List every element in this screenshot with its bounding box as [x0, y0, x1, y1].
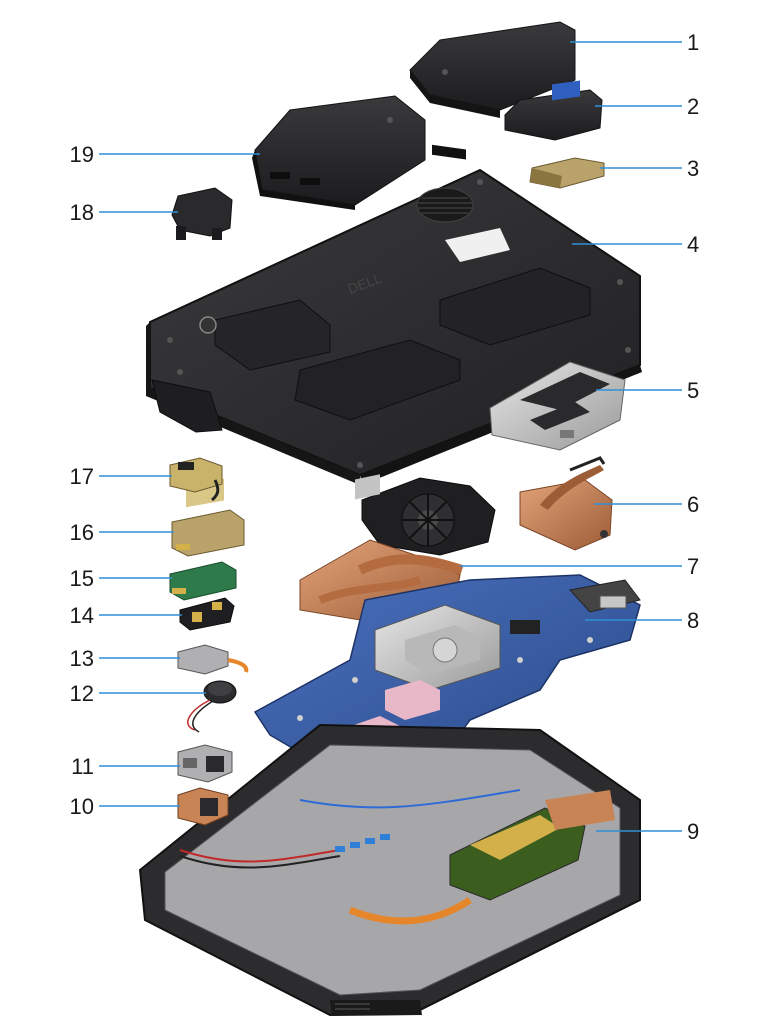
callout-13: 13 [69, 646, 94, 671]
part-19-battery [252, 95, 426, 210]
callout-15: 15 [69, 566, 94, 591]
part-9-base-chassis [138, 723, 641, 1017]
part-12-coin-cell [187, 680, 237, 733]
callout-1: 1 [687, 30, 700, 55]
callout-7: 7 [687, 554, 700, 579]
part-18-bracket [171, 187, 233, 240]
part-13-io-board [177, 644, 249, 675]
leader-lines [99, 41, 682, 832]
part-6-heatsink [519, 456, 613, 551]
callout-12: 12 [69, 681, 94, 706]
part-3-card-module [529, 80, 605, 189]
part-16-wwan-card [171, 478, 245, 557]
callout-11: 11 [71, 754, 94, 779]
part-5-metal-shield [489, 361, 626, 451]
callout-8: 8 [687, 608, 700, 633]
callout-4: 4 [687, 232, 700, 257]
callout-6: 6 [687, 492, 700, 517]
callout-17: 17 [69, 464, 94, 489]
callout-14: 14 [69, 603, 94, 628]
callout-16: 16 [69, 520, 94, 545]
callout-19: 19 [69, 142, 94, 167]
part-1-battery [409, 21, 576, 160]
part-17-fingerprint-module [169, 457, 223, 502]
callout-18: 18 [69, 200, 94, 225]
callout-10: 10 [69, 794, 94, 819]
callout-5: 5 [687, 378, 700, 403]
part-10-connector-module [177, 787, 229, 826]
part-11-port-module [177, 744, 233, 783]
callout-2: 2 [687, 94, 700, 119]
part-14-small-board [179, 597, 235, 631]
callout-9: 9 [687, 819, 700, 844]
part-2-battery-cover [504, 89, 603, 141]
callout-3: 3 [687, 156, 700, 181]
